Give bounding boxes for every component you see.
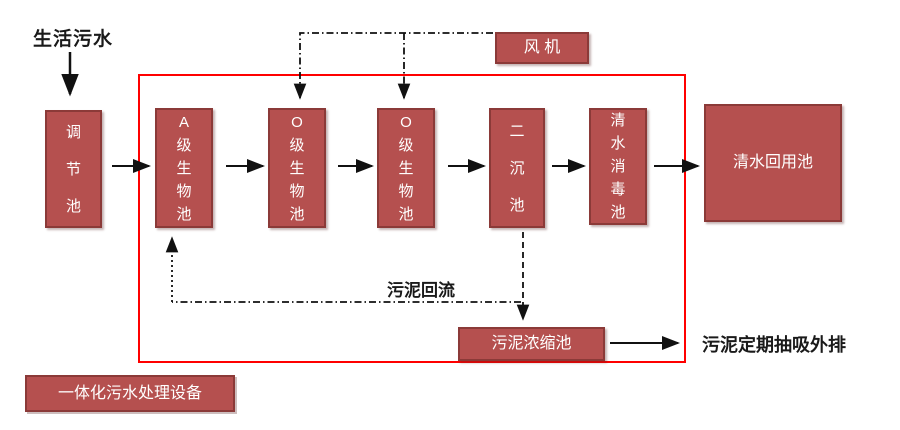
box-clean-water-disinfection-tank: 清 水 消 毒 池	[589, 108, 647, 225]
box-o-grade-bio-tank-1: O 级 生 物 池	[268, 108, 326, 228]
device-caption-box: 一体化污水处理设备	[25, 375, 235, 412]
box-regulating-tank: 调 节 池	[45, 110, 102, 228]
box-secondary-sedimentation-tank: 二 沉 池	[489, 108, 545, 228]
influent-label: 生活污水	[33, 29, 114, 50]
box-fan: 风 机	[495, 32, 589, 64]
box-o-grade-bio-tank-2: O 级 生 物 池	[377, 108, 435, 228]
sludge-discharge-label: 污泥定期抽吸外排	[702, 335, 846, 355]
box-sludge-thickening-tank: 污泥浓缩池	[458, 327, 605, 361]
box-a-grade-bio-tank: A 级 生 物 池	[155, 108, 213, 228]
box-clean-water-reuse-tank: 清水回用池	[704, 104, 842, 222]
sludge-return-label: 污泥回流	[387, 281, 455, 300]
